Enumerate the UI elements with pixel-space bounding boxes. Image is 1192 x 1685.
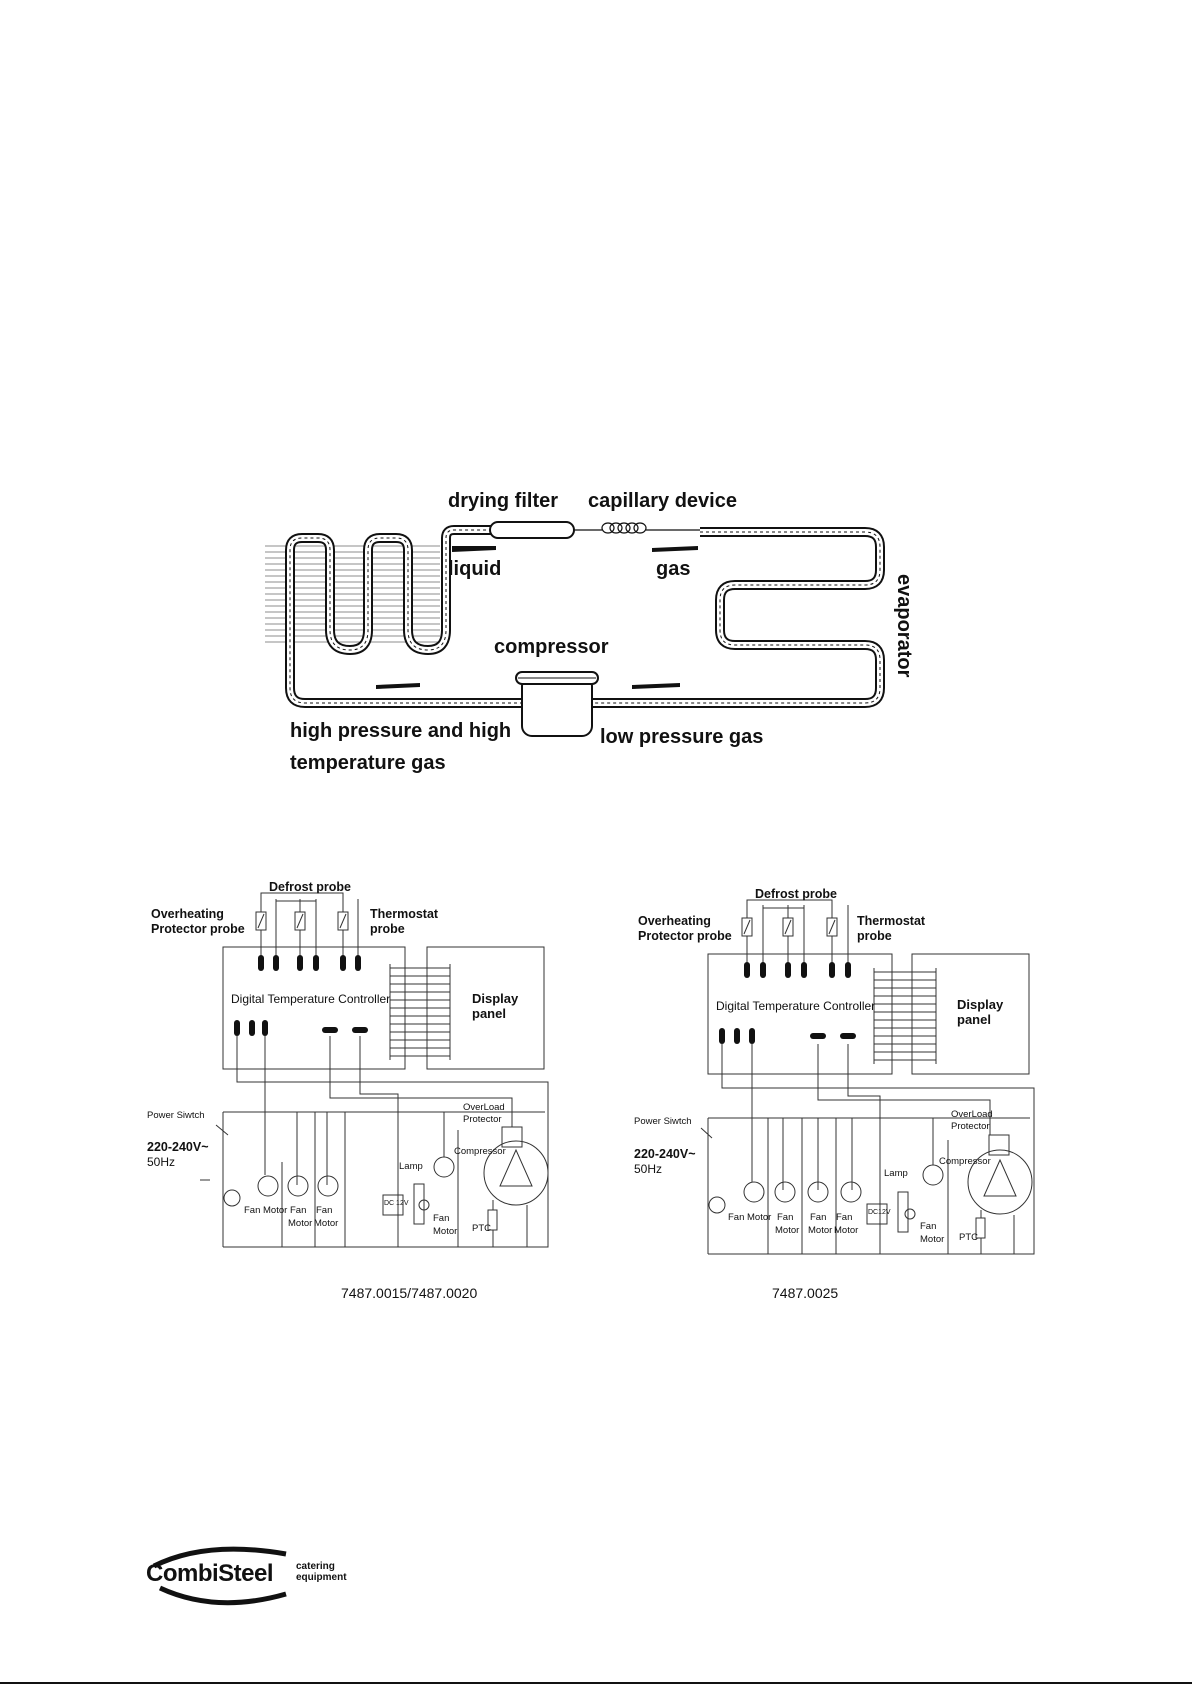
logo-swoosh bbox=[152, 1546, 287, 1606]
right-motor-label-4: Motor bbox=[920, 1234, 945, 1245]
page-bottom-rule bbox=[0, 1682, 1192, 1684]
right-probe-label: probe bbox=[857, 929, 892, 943]
high-temperature-label: temperature gas bbox=[290, 752, 446, 774]
right-power-switch-label: Power Siwtch bbox=[634, 1116, 692, 1127]
compressor-shape bbox=[515, 671, 599, 737]
logo-tag-equipment: equipment bbox=[296, 1572, 347, 1583]
wiring-right-lines bbox=[700, 899, 1035, 1255]
left-overload-label: OverLoad bbox=[463, 1102, 505, 1113]
right-fan-label-2: Fan bbox=[810, 1212, 827, 1223]
right-ptc-label: PTC bbox=[959, 1232, 978, 1243]
right-overheating-label: Overheating bbox=[638, 914, 711, 928]
left-thermostat-label: Thermostat bbox=[370, 907, 439, 921]
right-display-label: Display bbox=[957, 997, 1004, 1012]
left-ptc-label: PTC bbox=[472, 1223, 491, 1234]
left-motor-label-2: Motor bbox=[314, 1218, 339, 1229]
left-defrost-probe-label: Defrost probe bbox=[269, 880, 351, 894]
left-protector-probe-label: Protector probe bbox=[151, 922, 245, 936]
right-overload-label: OverLoad bbox=[951, 1109, 993, 1120]
left-dc12v-label: DC 12V bbox=[384, 1200, 409, 1207]
capillary-device-label: capillary device bbox=[588, 490, 737, 512]
left-model-caption: 7487.0015/7487.0020 bbox=[341, 1285, 478, 1301]
right-motor-label-2: Motor bbox=[808, 1225, 833, 1236]
left-motor-label-3: Motor bbox=[433, 1226, 458, 1237]
right-fan-label-1: Fan bbox=[777, 1212, 794, 1223]
left-frequency-label: 50Hz bbox=[147, 1155, 176, 1169]
right-fan-label-3: Fan bbox=[836, 1212, 853, 1223]
low-pressure-gas-label: low pressure gas bbox=[600, 726, 764, 748]
left-overheating-label: Overheating bbox=[151, 907, 224, 921]
left-protector-label: Protector bbox=[463, 1114, 502, 1125]
left-probe-label: probe bbox=[370, 922, 405, 936]
left-power-switch-label: Power Siwtch bbox=[147, 1110, 205, 1121]
right-defrost-probe-label: Defrost probe bbox=[755, 887, 837, 901]
right-lamp-label: Lamp bbox=[884, 1168, 908, 1179]
refrigeration-cycle-diagram bbox=[265, 521, 885, 737]
logo-tag-catering: catering bbox=[296, 1561, 335, 1572]
right-frequency-label: 50Hz bbox=[634, 1162, 663, 1176]
left-panel-label: panel bbox=[472, 1006, 506, 1021]
left-fan-label-1: Fan bbox=[290, 1205, 307, 1216]
left-lamp-label: Lamp bbox=[399, 1161, 423, 1172]
logo-brand: CombiSteel bbox=[146, 1560, 274, 1587]
right-model-caption: 7487.0025 bbox=[772, 1285, 839, 1301]
right-dc12v-label: DC12V bbox=[868, 1209, 891, 1216]
left-voltage-label: 220-240V~ bbox=[147, 1140, 209, 1154]
left-display-label: Display bbox=[472, 991, 519, 1006]
compressor-label: compressor bbox=[494, 636, 609, 658]
right-voltage-label: 220-240V~ bbox=[634, 1147, 696, 1161]
right-motor-label-1: Motor bbox=[775, 1225, 800, 1236]
left-compressor-label: Compressor bbox=[454, 1146, 506, 1157]
left-fan-label-2: Fan bbox=[316, 1205, 333, 1216]
flow-arrows bbox=[376, 546, 698, 689]
right-protector-probe-label: Protector probe bbox=[638, 929, 732, 943]
capillary-coil bbox=[574, 522, 700, 534]
left-motor-label-1: Motor bbox=[288, 1218, 313, 1229]
left-fan-label-3: Fan bbox=[433, 1213, 450, 1224]
right-motor-label-3: Motor bbox=[834, 1225, 859, 1236]
right-thermostat-label: Thermostat bbox=[857, 914, 926, 928]
right-panel-label: panel bbox=[957, 1012, 991, 1027]
combisteel-logo: CombiSteel catering equipment bbox=[146, 1540, 361, 1610]
right-controller-label: Digital Temperature Controller bbox=[716, 999, 876, 1013]
wiring-left-lines bbox=[200, 892, 549, 1248]
right-compressor-label: Compressor bbox=[939, 1156, 991, 1167]
liquid-label: liquid bbox=[448, 558, 502, 580]
gas-label: gas bbox=[656, 558, 691, 580]
high-pressure-label: high pressure and high bbox=[290, 720, 512, 742]
left-controller-label: Digital Temperature Controller bbox=[231, 992, 391, 1006]
right-fan-label-4: Fan bbox=[920, 1221, 937, 1232]
drying-filter-label: drying filter bbox=[448, 490, 559, 512]
right-fan-motor-label: Fan Motor bbox=[728, 1212, 772, 1223]
left-fan-motor-label: Fan Motor bbox=[244, 1205, 288, 1216]
right-protector-label: Protector bbox=[951, 1121, 990, 1132]
